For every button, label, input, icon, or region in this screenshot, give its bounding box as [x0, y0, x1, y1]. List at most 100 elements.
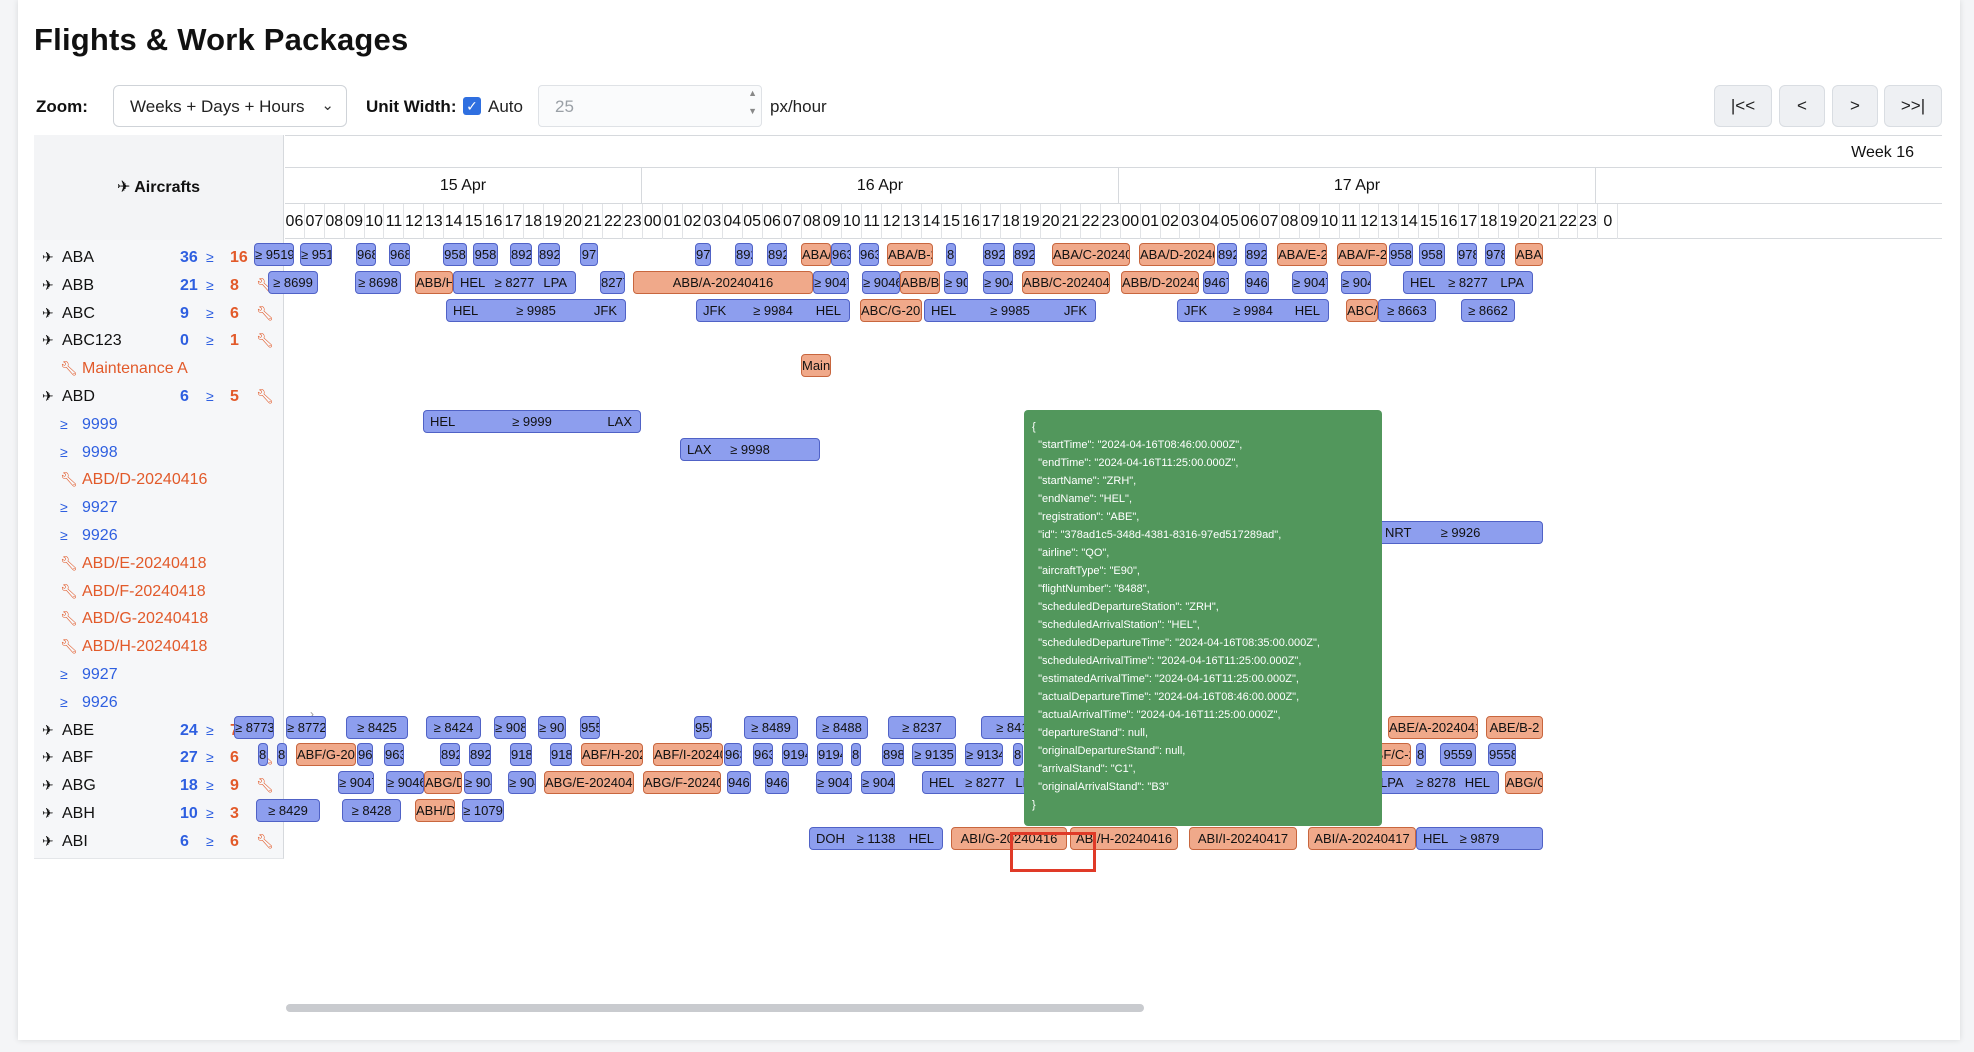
flight-bar[interactable]: 89	[258, 743, 268, 767]
flight-bar[interactable]: ≥ 9046	[862, 270, 900, 294]
flight-bar[interactable]: 89	[1416, 743, 1426, 767]
flight-bar[interactable]: 9558	[1488, 743, 1516, 767]
work-package-bar[interactable]: ABA/B-2024	[887, 243, 933, 266]
flight-bar[interactable]: ≥ 9047	[338, 771, 374, 795]
flight-bar[interactable]: 958	[443, 243, 467, 266]
flight-bar[interactable]: ≥ 8428	[342, 799, 401, 822]
flight-bar[interactable]: 892	[538, 243, 560, 266]
horizontal-scrollbar[interactable]	[286, 1004, 1144, 1012]
work-package-bar[interactable]: ABA/F-2024	[1337, 243, 1387, 266]
work-package-bar[interactable]: ABH/D-2024	[415, 799, 455, 822]
work-package-bar[interactable]: ABB/D-20240417	[1121, 270, 1199, 294]
nav-next-button[interactable]: >	[1832, 85, 1878, 127]
flight-bar[interactable]: 963	[357, 743, 373, 767]
work-package-bar[interactable]: ABE/B-2	[1486, 715, 1543, 739]
flight-bar[interactable]: ≥ 9047	[1292, 270, 1328, 294]
flight-bar[interactable]: 898	[882, 743, 904, 767]
flight-bar[interactable]: ≥ 8773	[234, 715, 274, 739]
flight-bar[interactable]: ≥ 9046	[1341, 270, 1371, 294]
work-package-bar[interactable]: ABA/A-20	[801, 243, 831, 266]
work-package-bar[interactable]: ABB/H-2024	[415, 270, 453, 294]
work-package-bar[interactable]: ABA/G	[1515, 243, 1543, 266]
flight-bar[interactable]: ≥ 8699	[268, 270, 318, 294]
flight-bar[interactable]: ≥ 8488	[816, 715, 868, 739]
work-package-bar[interactable]: Maintenance A	[801, 354, 831, 378]
work-package-bar[interactable]: ABB/B-2024	[900, 270, 940, 294]
flight-bar[interactable]: ≥ 9134	[965, 743, 1003, 767]
work-package-bar[interactable]: ABI/A-20240417	[1308, 826, 1416, 850]
flight-bar[interactable]: 963	[753, 743, 773, 767]
work-package-bar[interactable]: ABF/H-20240416	[581, 743, 643, 767]
flight-bar[interactable]: ≥ 9047	[944, 270, 968, 294]
flight-bar[interactable]: ≥ 9046	[861, 771, 895, 795]
flight-bar[interactable]: 9467	[1245, 270, 1269, 294]
flight-bar[interactable]: ≥ 9135	[912, 743, 956, 767]
flight-bar[interactable]: 968	[356, 243, 376, 266]
flight-bar[interactable]: 958	[1389, 243, 1413, 266]
spin-up-icon[interactable]: ▲	[748, 88, 757, 98]
flight-bar[interactable]: 9194	[782, 743, 808, 767]
work-package-bar[interactable]: ABG/E-20240416	[544, 771, 634, 795]
flight-bar[interactable]: ≥ 8425	[346, 715, 408, 739]
flight-bar[interactable]: 97	[695, 243, 711, 266]
flight-bar[interactable]: 9467	[1203, 270, 1229, 294]
flight-bar[interactable]: 89	[851, 743, 861, 767]
flight-bar[interactable]: 963	[831, 243, 851, 266]
work-package-bar[interactable]: ABI/I-20240417	[1189, 826, 1297, 850]
flight-bar[interactable]: ≥ 8424	[426, 715, 481, 739]
flight-bar[interactable]: ≥ 9047	[813, 270, 849, 294]
nav-last-button[interactable]: >>|	[1884, 85, 1942, 127]
flight-bar[interactable]: ≥ 8772	[286, 715, 326, 739]
flight-bar[interactable]: 963	[724, 743, 742, 767]
flight-bar[interactable]: LAX≥ 9998	[680, 437, 820, 461]
flight-bar[interactable]: 9559	[1440, 743, 1476, 767]
flight-bar[interactable]: 892	[1217, 243, 1237, 266]
flight-bar[interactable]: 892	[440, 743, 460, 767]
flight-bar[interactable]: 963	[384, 743, 404, 767]
flight-bar[interactable]: ≥ 9519	[254, 243, 294, 266]
work-package-bar[interactable]: ABE/A-20240417	[1388, 715, 1478, 739]
flight-bar[interactable]: ≥ 8429	[256, 799, 320, 822]
flight-bar[interactable]: 97	[580, 243, 598, 266]
flight-bar[interactable]: ≥ 9046	[983, 270, 1013, 294]
flight-bar[interactable]: ≥ 8663	[1378, 298, 1436, 322]
flight-bar[interactable]: ≥ 8662	[1461, 298, 1515, 322]
auto-checkbox[interactable]: ✓	[463, 97, 481, 115]
flight-bar[interactable]: 892	[510, 243, 532, 266]
work-package-bar[interactable]: ABC/H-20	[1346, 298, 1378, 322]
flight-bar[interactable]: ≥ 9087	[494, 715, 526, 739]
flight-bar[interactable]: ≥ 9047	[816, 771, 852, 795]
flight-bar[interactable]: ≥ 1079	[462, 799, 504, 822]
nav-first-button[interactable]: |<<	[1714, 85, 1772, 127]
flight-bar[interactable]: ≥ 9046	[508, 771, 536, 795]
flight-bar[interactable]: 9194	[817, 743, 843, 767]
flight-bar[interactable]: 89	[946, 243, 956, 266]
flight-bar[interactable]: 892	[983, 243, 1005, 266]
flight-bar[interactable]: ≥ 8237	[888, 715, 956, 739]
flight-bar[interactable]: 892	[1245, 243, 1267, 266]
flight-bar[interactable]: 968	[389, 243, 410, 266]
flight-bar[interactable]: 958	[473, 243, 498, 266]
flight-bar[interactable]: ≥ 9047	[464, 771, 492, 795]
flight-bar[interactable]: NRT≥ 9926	[1378, 521, 1543, 544]
flight-bar[interactable]: 978	[1457, 243, 1477, 266]
nav-prev-button[interactable]: <	[1779, 85, 1825, 127]
flight-bar[interactable]: 958	[1419, 243, 1445, 266]
flight-bar[interactable]: 892	[767, 243, 787, 266]
flight-bar[interactable]: 89	[277, 743, 287, 767]
work-package-bar[interactable]: ABG/D-2024	[424, 771, 462, 795]
flight-bar[interactable]: ≥ 8698	[355, 270, 401, 294]
flight-bar[interactable]: 955	[694, 715, 712, 739]
flight-bar[interactable]: ≥ 9518	[300, 243, 332, 266]
flight-bar[interactable]: 955	[580, 715, 600, 739]
flight-bar[interactable]: 963	[859, 243, 879, 266]
flight-bar[interactable]: 9467	[727, 771, 751, 795]
